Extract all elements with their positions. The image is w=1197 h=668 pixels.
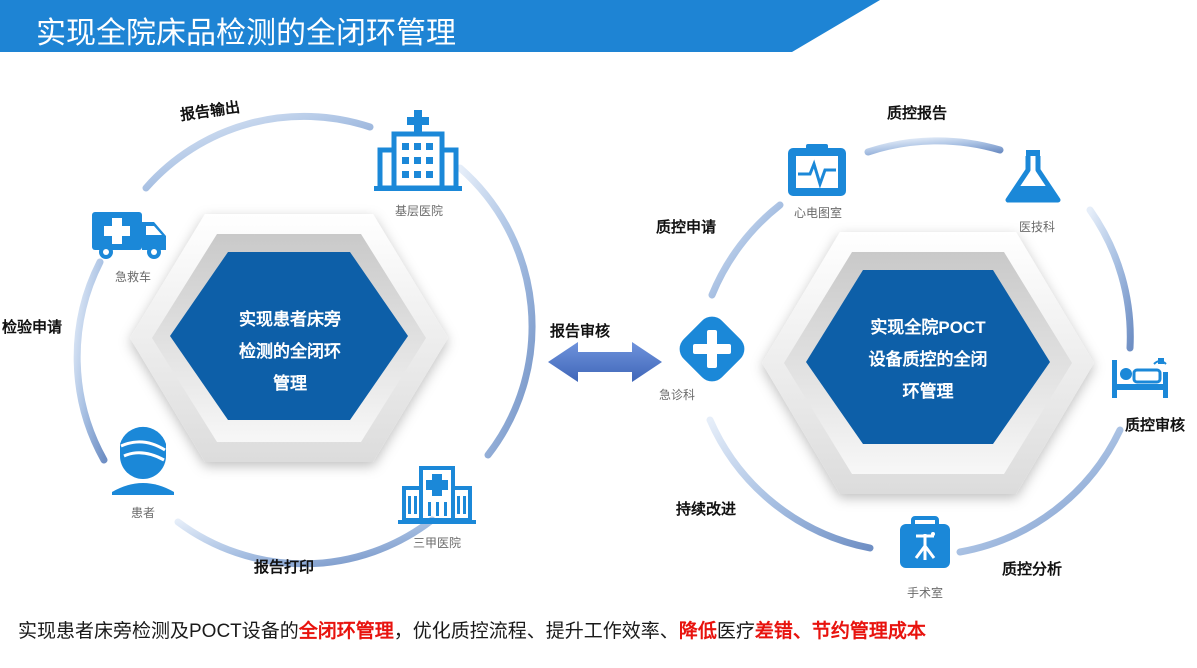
right-center-line-3: 环管理 <box>902 382 954 401</box>
left-center-line-3: 管理 <box>273 374 307 393</box>
left-center-text: 实现患者床旁 检测的全闭环 管理 <box>218 304 362 400</box>
left-ring <box>73 112 536 568</box>
right-ring <box>706 137 1134 556</box>
title-bar <box>0 0 880 52</box>
node-medical-tech-label: 医技科 <box>1018 220 1055 234</box>
hospital-bed-icon <box>1112 358 1168 398</box>
page-title: 实现全院床品检测的全闭环管理 <box>36 17 456 50</box>
stage-qc-review: 质控审核 <box>1125 417 1186 434</box>
node-ecg-room-label: 心电图室 <box>793 206 842 220</box>
node-emergency-label: 急诊科 <box>658 388 695 402</box>
stage-qc-analysis: 质控分析 <box>1002 561 1063 578</box>
stage-report-print: 报告打印 <box>254 559 315 576</box>
footer-highlight-closed-loop: 全闭环管理 <box>298 621 394 642</box>
stage-qc-report: 质控报告 <box>887 105 948 122</box>
hospital-building-icon <box>374 110 462 191</box>
right-center-line-2: 设备质控的全闭 <box>868 350 988 369</box>
connector-label: 报告审核 <box>550 323 611 340</box>
stage-continuous-improvement: 持续改进 <box>676 501 737 518</box>
left-center-line-2: 检测的全闭环 <box>239 342 341 361</box>
right-center-text: 实现全院POCT 设备质控的全闭 环管理 <box>848 312 1008 408</box>
stage-qc-request: 质控申请 <box>656 219 717 236</box>
ambulance-icon <box>92 212 166 259</box>
operating-room-icon <box>900 516 950 568</box>
patient-icon <box>112 426 174 495</box>
double-arrow <box>548 342 662 382</box>
emergency-icon <box>679 316 745 382</box>
node-operating-room-label: 手术室 <box>906 586 943 600</box>
right-hexagon <box>762 232 1094 494</box>
tertiary-hospital-icon <box>398 466 476 524</box>
flask-icon <box>1005 150 1061 203</box>
footer-highlight-errors-cost: 差错、节约管理成本 <box>754 621 926 642</box>
node-primary-hospital-label: 基层医院 <box>394 204 443 218</box>
footer-summary: 实现患者床旁检测及POCT设备的全闭环管理，优化质控流程、提升工作效率、降低医疗… <box>18 616 926 643</box>
left-hexagon <box>130 214 448 462</box>
node-tertiary-hospital-label: 三甲医院 <box>412 536 461 550</box>
node-ambulance-label: 急救车 <box>114 270 151 284</box>
right-center-line-1: 实现全院POCT <box>870 318 986 337</box>
footer-prefix: 实现患者床旁检测及POCT设备的 <box>18 621 299 642</box>
node-patient-label: 患者 <box>130 506 155 520</box>
footer-middle-2: 医疗 <box>716 621 755 642</box>
ecg-monitor-icon <box>788 144 846 196</box>
left-center-line-1: 实现患者床旁 <box>239 310 341 329</box>
footer-highlight-reduce: 降低 <box>678 621 717 642</box>
footer-middle: ，优化质控流程、提升工作效率、 <box>393 621 679 642</box>
stage-test-request: 检验申请 <box>2 319 63 336</box>
